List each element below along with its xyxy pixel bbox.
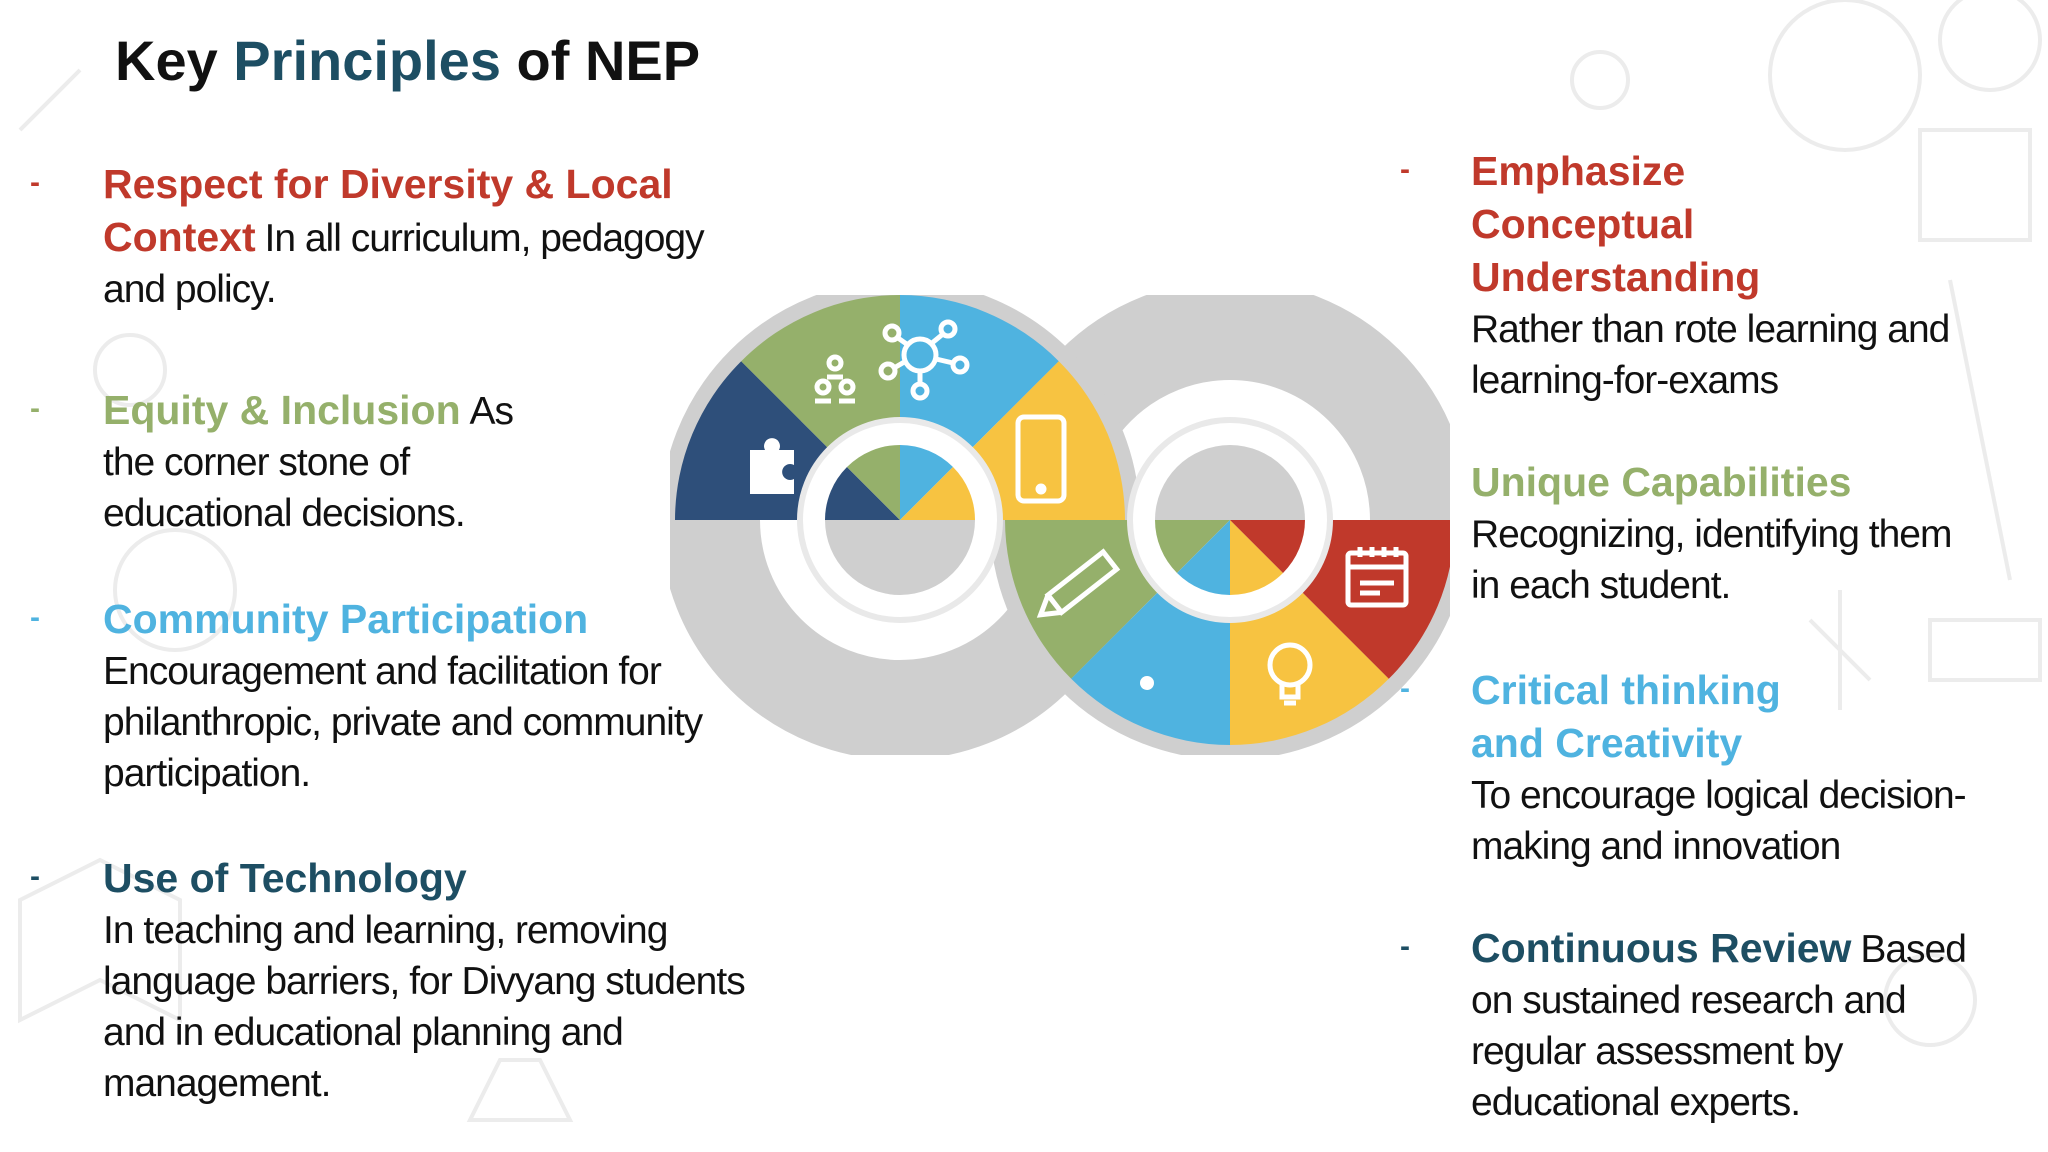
- ring-segment-red-right: [1300, 520, 1450, 679]
- principle-heading: Respect for Diversity & Local: [103, 161, 673, 207]
- mini-pie-green: [1155, 520, 1230, 573]
- principle-heading: Conceptual: [1471, 201, 1695, 247]
- principle-text-line: In teaching and learning, removing: [103, 909, 668, 952]
- page-title: Key Principles of NEP: [115, 28, 700, 93]
- principle-text-line: participation.: [103, 752, 311, 795]
- bullet-dash: -: [1400, 672, 1410, 705]
- principle-text-line: making and innovation: [1471, 825, 1841, 868]
- mini-pie-green: [847, 445, 900, 520]
- bullet-dash: -: [30, 166, 40, 199]
- title-part-of-nep: of NEP: [516, 29, 701, 92]
- mini-pie-blue: [900, 445, 953, 520]
- magnifier-doodle: [1883, 953, 1977, 1047]
- title-part-principles: Principles: [233, 29, 501, 92]
- mini-pie-yellow: [900, 467, 975, 520]
- principle-text-line: philanthropic, private and community: [103, 701, 703, 744]
- principle-text-line: on sustained research and: [1471, 979, 1907, 1022]
- mini-pie-yellow: [1230, 520, 1283, 595]
- ring-segment-blue-right: [1071, 590, 1230, 745]
- smartphone-icon: [1015, 414, 1067, 504]
- dot-icon: [1140, 676, 1154, 690]
- bullet-dash: -: [1400, 153, 1410, 186]
- principle-heading: Continuous Review: [1471, 925, 1852, 971]
- principle-heading: and Creativity: [1471, 720, 1743, 766]
- bullet-dash: -: [1400, 930, 1410, 963]
- cube-doodle: [1918, 128, 2032, 242]
- mini-pie-gray: [825, 520, 975, 595]
- clock-doodle: [1938, 0, 2042, 92]
- ruler-doodle: [1948, 279, 2012, 581]
- principle-heading: Community Participation: [103, 596, 589, 642]
- principle-heading: Use of Technology: [103, 855, 467, 901]
- bulb-doodle: [1570, 50, 1630, 110]
- principle-text: In all curriculum, pedagogy: [264, 217, 705, 260]
- infinity-graphic: [670, 295, 1450, 755]
- ring-segment-yellow: [970, 361, 1125, 520]
- principle-text-cont: and policy.: [103, 268, 277, 311]
- principle-text-line: educational decisions.: [103, 492, 466, 535]
- right-mini-pie: [1155, 445, 1305, 595]
- principle-text-line: regular assessment by: [1471, 1030, 1843, 1073]
- pencil-icon: [1036, 548, 1121, 618]
- title-part-key: Key: [115, 29, 218, 92]
- bullet-dash: -: [30, 860, 40, 893]
- principle-text-line: in each student.: [1471, 564, 1731, 607]
- principle-heading: Understanding: [1471, 254, 1761, 300]
- lightbulb-icon: [1267, 642, 1313, 706]
- principle-heading-cont: Context: [103, 214, 256, 260]
- globe-doodle: [113, 528, 237, 652]
- principle-heading: Equity & Inclusion: [103, 387, 461, 433]
- book-doodle: [18, 857, 182, 1024]
- principle-heading: Critical thinking: [1471, 667, 1781, 713]
- principle-heading: Emphasize: [1471, 148, 1686, 194]
- principle-text-line: the corner stone of: [103, 441, 410, 484]
- principle-text-line: Rather than rote learning and: [1471, 308, 1950, 351]
- soccer-ball-doodle: [1768, 0, 1922, 152]
- mini-pie-blue: [1177, 520, 1230, 595]
- pencil-doodle: [18, 68, 82, 132]
- mini-pie-gray: [1155, 445, 1305, 520]
- principle-text-line: management.: [103, 1062, 331, 1105]
- badminton-doodle: [1808, 590, 1872, 710]
- principle-text-line: To encourage logical decision-: [1471, 774, 1967, 817]
- calendar-icon: [1345, 547, 1409, 608]
- principle-text: As: [469, 390, 515, 433]
- bullet-dash: -: [30, 601, 40, 634]
- mini-pie-navy: [825, 467, 900, 520]
- flask-doodle: [466, 1058, 574, 1122]
- bullet-dash: -: [30, 392, 40, 425]
- ring-segment-green: [741, 295, 900, 450]
- principle-text-line: learning-for-exams: [1471, 359, 1779, 402]
- puzzle-icon: [750, 438, 794, 494]
- atom-doodle: [93, 333, 167, 407]
- keyboard-doodle: [1928, 618, 2042, 682]
- principle-text-line: language barriers, for Divyang students: [103, 960, 746, 1003]
- principle-heading: Unique Capabilities: [1471, 459, 1852, 505]
- principle-text-line: Encouragement and facilitation for: [103, 650, 662, 693]
- principle-text-line: and in educational planning and: [103, 1011, 624, 1054]
- left-ring-segments: [675, 295, 1125, 520]
- principle-text-line: educational experts.: [1471, 1081, 1801, 1124]
- people-icon: [814, 354, 856, 404]
- network-icon: [878, 319, 970, 401]
- principle-text: Based: [1860, 928, 1967, 971]
- left-mini-pie: [825, 445, 975, 595]
- principle-text-line: Recognizing, identifying them: [1471, 513, 1952, 556]
- mini-pie-red: [1230, 520, 1305, 573]
